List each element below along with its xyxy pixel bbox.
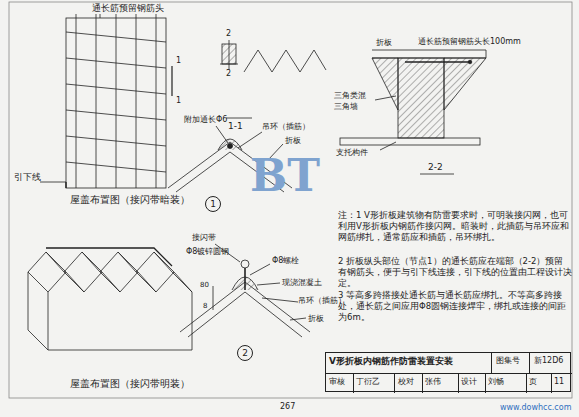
label: 2-2: [428, 162, 443, 173]
label: Φ8镀锌圆钢: [186, 247, 229, 257]
table-rule: [353, 373, 354, 393]
detail-marker: 2: [237, 345, 253, 361]
label: 80: [200, 281, 209, 289]
label: 吊环（插筋）: [262, 122, 310, 132]
callout-number: 1: [206, 197, 220, 211]
label: 支托构件: [336, 148, 368, 158]
title-cell: 刘畅: [488, 378, 504, 387]
title-cell: 校对: [398, 378, 414, 387]
label: 折板: [376, 38, 392, 48]
detail-marker: 1: [205, 196, 221, 212]
label: 1: [176, 96, 181, 106]
table-rule: [529, 353, 530, 373]
label: 通长筋预留钢筋头长100mm: [418, 37, 521, 47]
title-cell: V形折板内钢筋作防雷装置安装: [329, 357, 453, 367]
label: 现浇混凝土: [282, 278, 322, 288]
callout-number: 2: [238, 346, 252, 360]
table-rule: [394, 373, 395, 393]
label: 通长筋预留钢筋头: [92, 3, 164, 14]
label: 2: [226, 29, 231, 39]
table-rule: [551, 373, 552, 393]
label: 2: [226, 69, 231, 79]
title-block: V形折板内钢筋作防雷装置安装 图集号 新12D6 审核 丁衍乙 校对 张伟 设计 刘畅 页 11: [325, 352, 571, 392]
table-rule: [526, 373, 527, 393]
label: 屋盖布置图（接闪带明装）: [70, 378, 190, 390]
title-cell: 图集号: [496, 357, 520, 366]
note-text: 注：1 V形折板建筑物有防雷要求时，可明装接闪网，也可利用V形折板内钢筋作接闪网…: [338, 210, 572, 243]
title-cell: 页: [529, 378, 537, 387]
title-cell: 审核: [329, 378, 345, 387]
label: 折板: [308, 314, 324, 324]
title-cell: 设计: [461, 378, 477, 387]
label: 折板: [285, 136, 301, 146]
label: www.dowhcc.com: [500, 403, 571, 413]
title-cell: 新12D6: [534, 357, 563, 366]
label: 1: [176, 56, 181, 66]
title-cell: 丁衍乙: [356, 378, 380, 387]
table-rule: [422, 373, 423, 393]
label: 1-1: [228, 121, 243, 132]
table-rule: [485, 373, 486, 393]
label: BT: [250, 150, 320, 203]
table-rule: [491, 353, 492, 373]
note-text: 3 等高多跨搭接处通长筋与通长筋应绑扎。不等高多跨接处，通长筋之间应用Φ8圆钢连…: [338, 290, 572, 323]
label: Φ8螺栓: [272, 256, 299, 266]
label: 三角墙: [334, 102, 358, 112]
label: 267: [280, 402, 295, 412]
label: 接闪带: [192, 233, 216, 243]
title-cell: 11: [554, 378, 564, 387]
note-text: 2 折板纵头部位（节点1）的通长筋应在端部（2-2）预留有钢筋头，便于与引下线连…: [338, 256, 572, 289]
label: 附加通长Φ6: [184, 115, 227, 125]
label: 三角类混: [334, 91, 366, 101]
label: 8: [203, 302, 207, 310]
title-cell: 张伟: [425, 378, 441, 387]
table-rule: [458, 373, 459, 393]
label: 引下线: [14, 172, 41, 183]
label: 屋盖布置图（接闪带暗装）: [70, 194, 190, 206]
table-rule: [326, 373, 572, 374]
